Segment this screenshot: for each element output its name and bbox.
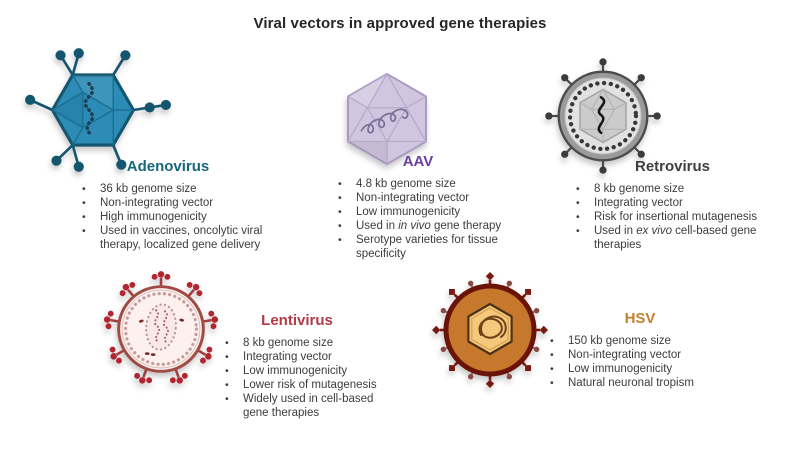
bullet-marker: • [338,234,342,246]
bullet-marker: • [225,393,229,405]
bullet-text: Non-integrating vector [568,349,682,361]
bullet-item: • Lower risk of mutagenesis [225,378,395,392]
bullet-marker: • [82,197,86,209]
virus-text-block: Adenovirus • 36 kb genome size • Non-integr… [56,157,280,252]
bullet-text: Lower risk of mutagenesis [243,379,377,391]
hsv-icon [426,268,554,394]
bullet-text: Low immunogenicity [243,365,348,377]
page-title: Viral vectors in approved gene therapies [253,15,547,32]
bullet-text: 4.8 kb genome size [356,178,456,190]
bullet-text: 8 kb genome size [243,337,334,349]
bullet-item: • Low immunogenicity [550,362,756,376]
virus-name: Retrovirus [634,158,711,175]
bullet-item: • Serotype varieties for tissue specifici… [338,233,524,261]
bullet-text: Used in vaccines, oncolytic viral therap… [100,225,263,251]
bullet-marker: • [82,225,86,237]
aav-icon [330,70,444,168]
bullet-item: • Low immunogenicity [338,205,524,219]
bullet-text: Low immunogenicity [356,206,461,218]
bullet-text: Integrating vector [243,351,332,363]
virus-name: HSV [624,310,656,327]
bullet-marker: • [225,365,229,377]
bullet-item: • 36 kb genome size [82,182,280,196]
virus-text-block: Lentivirus • 8 kb genome size • Integrating… [199,311,395,420]
bullet-text: Natural neuronal tropism [568,377,694,389]
bullet-item: • Non-integrating vector [338,191,524,205]
bullet-marker: • [550,377,554,389]
bullet-text: Used in ex vivo cell-based gene therapie… [594,225,757,251]
virus-bullets: • 8 kb genome size • Integrating vector • Low… [199,336,395,420]
bullet-item: • Risk for insertional mutagenesis [576,210,795,224]
bullet-marker: • [225,351,229,363]
bullet-marker: • [225,379,229,391]
bullet-item: • Widely used in cell-based gene therapie… [225,392,395,420]
virus-name: AAV [402,153,434,170]
virus-text-block: AAV • 4.8 kb genome size • Non-integrating … [312,152,524,261]
bullet-text: Low immunogenicity [568,363,673,375]
bullet-marker: • [550,335,554,347]
bullet-item: • Integrating vector [225,350,395,364]
bullet-text: 8 kb genome size [594,183,685,195]
bullet-text: 36 kb genome size [100,183,197,195]
virus-bullets: • 4.8 kb genome size • Non-integrating vect… [312,177,524,261]
bullet-item: • 8 kb genome size [225,336,395,350]
retrovirus-icon [542,54,664,178]
bullet-text: Risk for insertional mutagenesis [594,211,757,223]
bullet-text: Serotype varieties for tissue specificit… [356,234,498,260]
lentivirus-icon [98,266,224,392]
bullet-item: • Non-integrating vector [82,196,280,210]
virus-name: Lentivirus [261,312,333,329]
bullet-item: • Used in in vivo gene therapy [338,219,524,233]
bullet-item: • Used in ex vivo cell-based gene therapi… [576,224,795,252]
virus-bullets: • 150 kb genome size • Non-integrating vect… [524,334,756,390]
bullet-text: Integrating vector [594,197,683,209]
virus-bullets: • 8 kb genome size • Integrating vector • Ris… [550,182,795,252]
bullet-marker: • [225,337,229,349]
bullet-item: • Used in vaccines, oncolytic viral thera… [82,224,280,252]
bullet-item: • High immunogenicity [82,210,280,224]
bullet-item: • Non-integrating vector [550,348,756,362]
bullet-text: 150 kb genome size [568,335,671,347]
bullet-text: Used in in vivo gene therapy [356,220,502,232]
bullet-item: • 4.8 kb genome size [338,177,524,191]
bullet-marker: • [550,363,554,375]
bullet-item: • Natural neuronal tropism [550,376,756,390]
bullet-marker: • [576,197,580,209]
bullet-marker: • [550,349,554,361]
bullet-item: • Integrating vector [576,196,795,210]
virus-name: Adenovirus [126,158,210,175]
bullet-item: • Low immunogenicity [225,364,395,378]
bullet-marker: • [576,225,580,237]
bullet-marker: • [576,183,580,195]
bullet-marker: • [576,211,580,223]
bullet-marker: • [82,183,86,195]
virus-text-block: Retrovirus • 8 kb genome size • Integrating… [550,157,795,252]
virus-bullets: • 36 kb genome size • Non-integrating vecto… [56,182,280,252]
virus-text-block: HSV • 150 kb genome size • Non-integrating … [524,309,756,390]
bullet-item: • 8 kb genome size [576,182,795,196]
bullet-text: Non-integrating vector [356,192,470,204]
adenovirus-icon [20,46,172,174]
bullet-marker: • [338,192,342,204]
bullet-marker: • [338,178,342,190]
bullet-marker: • [82,211,86,223]
bullet-text: Widely used in cell-based gene therapies [243,393,374,419]
bullet-marker: • [338,220,342,232]
bullet-item: • 150 kb genome size [550,334,756,348]
bullet-marker: • [338,206,342,218]
bullet-text: High immunogenicity [100,211,207,223]
bullet-text: Non-integrating vector [100,197,214,209]
